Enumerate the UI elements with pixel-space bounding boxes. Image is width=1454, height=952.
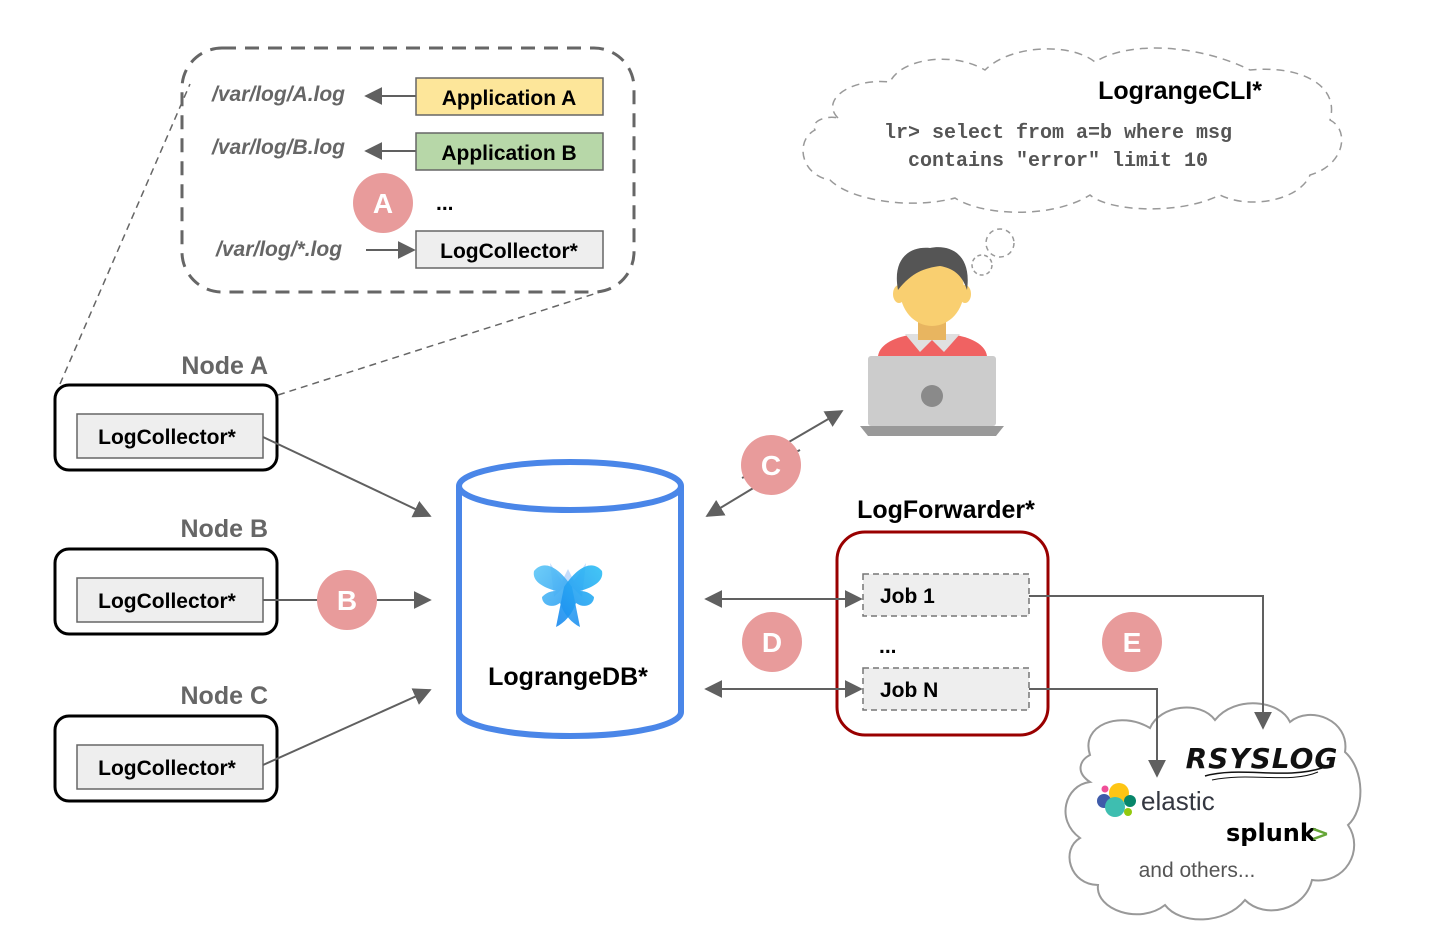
splunk-label: splunk (1226, 819, 1317, 847)
svg-text:C: C (761, 450, 781, 481)
node-c-collector-box (76, 744, 264, 790)
badge-a: A (353, 173, 413, 233)
node-detail-callout: /var/log/A.log /var/log/B.log /var/log/*… (59, 46, 636, 396)
node-c: Node C LogCollector* (53, 682, 279, 803)
node-a-collector-label: LogCollector* (98, 426, 236, 449)
badge-d: D (742, 612, 802, 672)
job-1-box (862, 573, 1030, 617)
logforwarder-box (835, 530, 1050, 737)
others-label: and others... (1139, 859, 1256, 882)
cloud-outline (802, 47, 1343, 213)
application-b-box: Application B (415, 132, 604, 171)
application-a-label: Application A (442, 87, 577, 110)
badge-c: C (741, 435, 801, 495)
user-laptop-icon (860, 247, 1004, 436)
node-a-title: Node A (181, 352, 268, 380)
rsyslog-logo: rsyslog (1186, 742, 1339, 781)
splunk-logo: splunk > (1226, 819, 1329, 847)
log-path-all: /var/log/*.log (215, 238, 342, 261)
cli-title: LograngeCLI* (1098, 77, 1262, 105)
badge-e: E (1102, 612, 1162, 672)
node-b-title: Node B (181, 515, 269, 543)
svg-text:E: E (1123, 627, 1142, 658)
log-path-a: /var/log/A.log (211, 83, 345, 106)
logforwarder-title: LogForwarder* (857, 496, 1035, 524)
job-1-label: Job 1 (880, 585, 935, 608)
lograngedb-cylinder: LograngeDB* (456, 459, 684, 739)
arrow-node-a-to-db (262, 436, 432, 518)
svg-text:D: D (762, 627, 782, 658)
arrow-jobn-to-elastic (1029, 688, 1166, 778)
application-b-label: Application B (441, 142, 576, 165)
node-b-collector-label: LogCollector* (98, 590, 236, 613)
node-a: Node A LogCollector* (53, 352, 279, 472)
jobs-ellipsis: ... (879, 635, 897, 658)
svg-text:A: A (373, 188, 393, 219)
callout-collector-label: LogCollector* (440, 240, 578, 263)
node-c-collector-label: LogCollector* (98, 757, 236, 780)
destinations-cloud: rsyslog elastic splunk > and others... (1064, 702, 1362, 921)
logforwarder: LogForwarder* Job 1 ... Job N (835, 496, 1050, 737)
splunk-chevron-icon: > (1311, 822, 1329, 847)
callout-leader-left (59, 83, 191, 385)
destinations-cloud-outline (1064, 702, 1362, 921)
arrow-job1-to-rsyslog (1029, 595, 1272, 730)
cli-command-line-1: lr> select from a=b where msg (884, 122, 1232, 145)
thought-bubble-large (985, 228, 1015, 258)
node-a-collector-box (76, 413, 264, 459)
cli-thought-cloud: LograngeCLI* lr> select from a=b where m… (802, 47, 1343, 276)
rsyslog-label: rsyslog (1186, 742, 1339, 775)
callout-border (180, 46, 636, 294)
arrow-node-c-to-db (262, 688, 432, 766)
apps-ellipsis: ... (436, 192, 454, 215)
job-n-label: Job N (880, 679, 938, 702)
callout-collector-box: LogCollector* (415, 230, 604, 269)
elastic-logo: elastic (1097, 783, 1215, 817)
elastic-label: elastic (1141, 786, 1215, 816)
elastic-icon (1097, 783, 1136, 817)
cli-command-line-2: contains "error" limit 10 (908, 150, 1208, 173)
lograngedb-label: LograngeDB* (488, 663, 648, 691)
svg-text:B: B (337, 585, 357, 616)
callout-leader-right (277, 291, 601, 396)
node-c-title: Node C (181, 682, 269, 710)
logrange-butterfly-icon (533, 563, 603, 627)
thought-bubble-small (971, 254, 993, 276)
badge-b: B (317, 570, 377, 630)
node-b: Node B LogCollector* (53, 515, 279, 636)
job-n-box (862, 667, 1030, 711)
application-a-box: Application A (415, 77, 604, 116)
log-path-b: /var/log/B.log (211, 136, 345, 159)
